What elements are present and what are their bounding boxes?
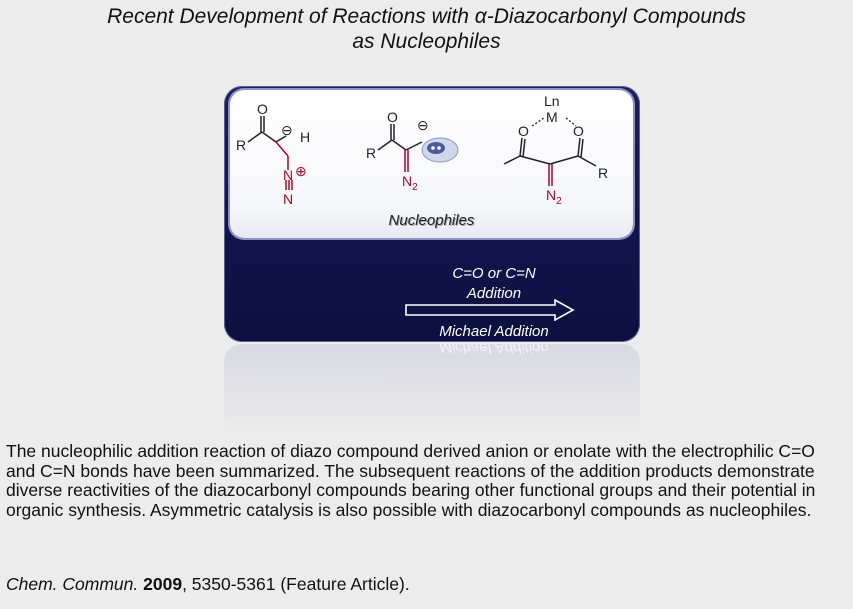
reaction-arrow-icon: [405, 299, 575, 321]
s1-oxygen: O: [257, 101, 268, 117]
s1-positive-charge: ⊕: [295, 163, 307, 179]
s1-negative-charge: ⊖: [281, 122, 293, 138]
nucleophiles-panel: O R ⊖ H N ⊕ N O: [230, 90, 633, 238]
s3-ligand: Ln: [544, 93, 560, 109]
arrow-label-michael: Michael Addition: [439, 323, 549, 340]
structures-drawing: O R ⊖ H N ⊕ N O: [236, 93, 608, 207]
s3-r-group: R: [598, 165, 608, 181]
arrow-label-addition: C=O or C=N Addition: [404, 264, 584, 304]
reflection-michael-label: Michael Addition: [439, 344, 549, 356]
nucleophiles-label: Nucleophiles: [388, 212, 475, 229]
s3-oxygen-right: O: [573, 123, 584, 139]
s1-hydrogen: H: [300, 129, 310, 145]
structure-diazo-anion: O R ⊖ H N ⊕ N: [236, 101, 310, 207]
citation-pages: , 5350-5361 (Feature Article).: [182, 574, 410, 594]
arrow-label-line-1: C=O or C=N: [452, 265, 536, 282]
arrow-label-line-2: Addition: [466, 285, 522, 302]
structure-metal-enolate: Ln M O O R N2: [503, 93, 608, 207]
s1-nitrogen-2: N: [283, 191, 293, 207]
citation-journal: Chem. Commun.: [6, 574, 139, 594]
s3-oxygen-left: O: [518, 123, 529, 139]
title-line-1: Recent Development of Reactions with α-D…: [107, 5, 746, 28]
s1-nitrogen-1: N: [283, 167, 293, 183]
s2-n2: N2: [402, 173, 418, 193]
citation-year: 2009: [143, 574, 183, 594]
s3-n2: N2: [546, 187, 562, 207]
s2-negative-charge: ⊖: [417, 117, 429, 133]
s1-r-group: R: [236, 137, 246, 153]
abstract-paragraph: The nucleophilic addition reaction of di…: [6, 441, 816, 520]
structure-enolate-lone-pair: O R ⊖ N2: [366, 109, 459, 193]
page-title: Recent Development of Reactions with α-D…: [0, 4, 853, 54]
s3-metal: M: [546, 109, 558, 125]
graphic-reflection: Michael Addition: [224, 344, 640, 434]
title-line-2: as Nucleophiles: [352, 30, 501, 53]
citation: Chem. Commun. 2009, 5350-5361 (Feature A…: [6, 574, 410, 595]
s2-r-group: R: [366, 145, 376, 161]
s2-oxygen: O: [387, 109, 398, 125]
toc-graphic: O R ⊖ H N ⊕ N O: [224, 86, 640, 342]
